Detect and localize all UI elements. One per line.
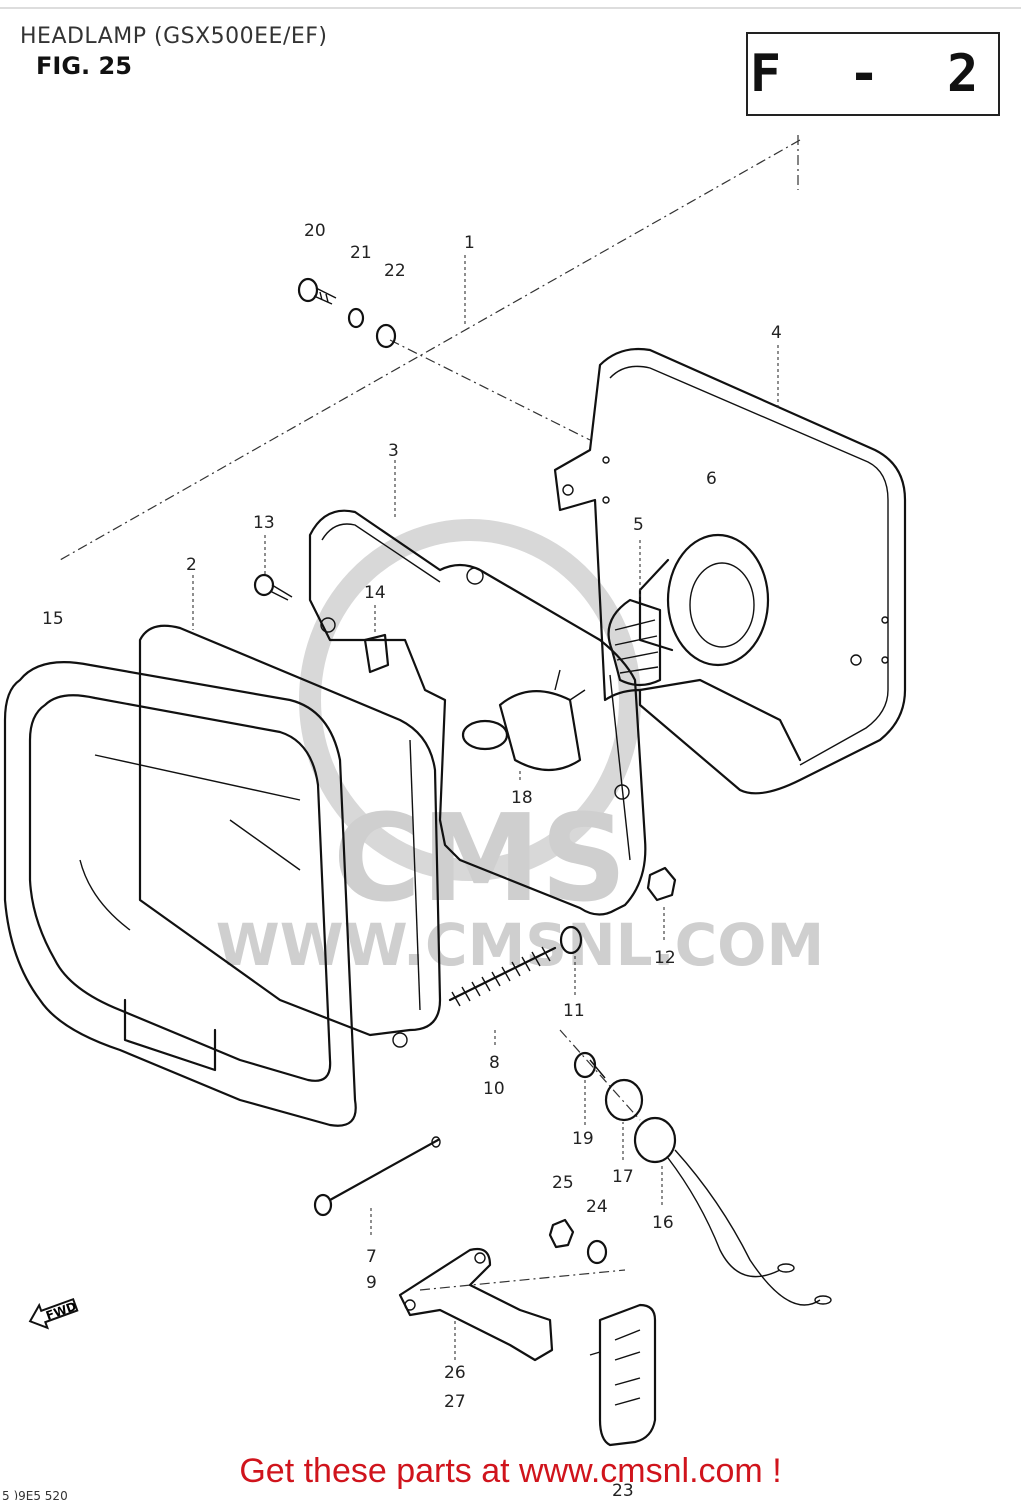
part-3-mounting-frame[interactable] [308,509,647,916]
part-6-reflector[interactable] [638,533,770,667]
part-13-screw[interactable] [253,573,293,601]
part-5-bulb-socket[interactable] [607,598,662,687]
watermark-logo-text: CMS [333,790,627,929]
callout-12[interactable]: 12 [654,948,676,968]
callout-11[interactable]: 11 [563,1001,585,1021]
callout-22[interactable]: 22 [384,261,406,281]
callout-6[interactable]: 6 [706,469,717,489]
part-7-adjusting-screw[interactable] [313,1136,441,1217]
part-4-headlamp-housing[interactable] [553,347,907,795]
callout-27[interactable]: 27 [444,1392,466,1412]
part-16-socket-cord[interactable] [633,1116,832,1306]
watermark: CMS WWW.CMSNL.COM [216,519,824,979]
callout-15[interactable]: 15 [42,609,64,629]
part-14-clip[interactable] [363,633,390,674]
part-21-lock-washer[interactable] [347,307,365,329]
callout-24[interactable]: 24 [586,1197,608,1217]
callout-4[interactable]: 4 [771,323,782,343]
callout-17[interactable]: 17 [612,1167,634,1187]
part-17-grommet[interactable] [604,1078,644,1122]
callout-3[interactable]: 3 [388,441,399,461]
callout-7[interactable]: 7 [366,1247,377,1267]
callout-13[interactable]: 13 [253,513,275,533]
callout-18[interactable]: 18 [511,788,533,808]
callout-10[interactable]: 10 [483,1079,505,1099]
center-lines [59,135,801,1291]
callout-9[interactable]: 9 [366,1273,377,1293]
callout-25[interactable]: 25 [552,1173,574,1193]
fwd-label: FWD [44,1299,78,1323]
leader-lines [192,255,779,1360]
callouts: 1 2 3 4 5 6 7 9 8 10 11 12 13 14 15 16 1… [42,221,782,1500]
part-25-nut[interactable] [548,1218,575,1249]
callout-20[interactable]: 20 [304,221,326,241]
part-11-washer[interactable] [559,925,583,955]
page-title: HEADLAMP (GSX500EE/EF) [20,24,328,49]
part-2-sealed-beam[interactable] [138,624,442,1037]
part-20-screw[interactable] [297,277,337,305]
callout-23[interactable]: 23 [612,1481,634,1500]
part-19-bulb-small[interactable] [573,1051,606,1079]
callout-21[interactable]: 21 [350,243,372,263]
part-24-washer[interactable] [586,1239,608,1265]
promo-banner[interactable]: Get these parts at www.cmsnl.com ! [239,1452,782,1490]
callout-16[interactable]: 16 [652,1213,674,1233]
section-code: F - 2 [749,44,997,104]
part-22-washer[interactable] [375,323,397,349]
callout-5[interactable]: 5 [633,515,644,535]
part-23-position-lamp[interactable] [589,1303,657,1447]
callout-8[interactable]: 8 [489,1053,500,1073]
corner-code: 5 )9E5 520 [2,1489,68,1500]
part-18-bulb[interactable] [461,669,586,771]
part-8-spring[interactable] [448,946,557,1007]
callout-26[interactable]: 26 [444,1363,466,1383]
part-15-headlamp-rim[interactable] [3,661,357,1127]
callout-2[interactable]: 2 [186,555,197,575]
fwd-arrow-icon: FWD [28,1297,79,1330]
callout-14[interactable]: 14 [364,583,386,603]
callout-1[interactable]: 1 [464,233,475,253]
callout-19[interactable]: 19 [572,1129,594,1149]
part-12-nut[interactable] [646,866,677,902]
figure-label: FIG. 25 [36,52,132,80]
section-code-box: F - 2 [746,32,1000,116]
part-26-bracket[interactable] [398,1247,554,1362]
watermark-site: WWW.CMSNL.COM [216,911,824,979]
watermark-logo-ring [299,519,641,881]
